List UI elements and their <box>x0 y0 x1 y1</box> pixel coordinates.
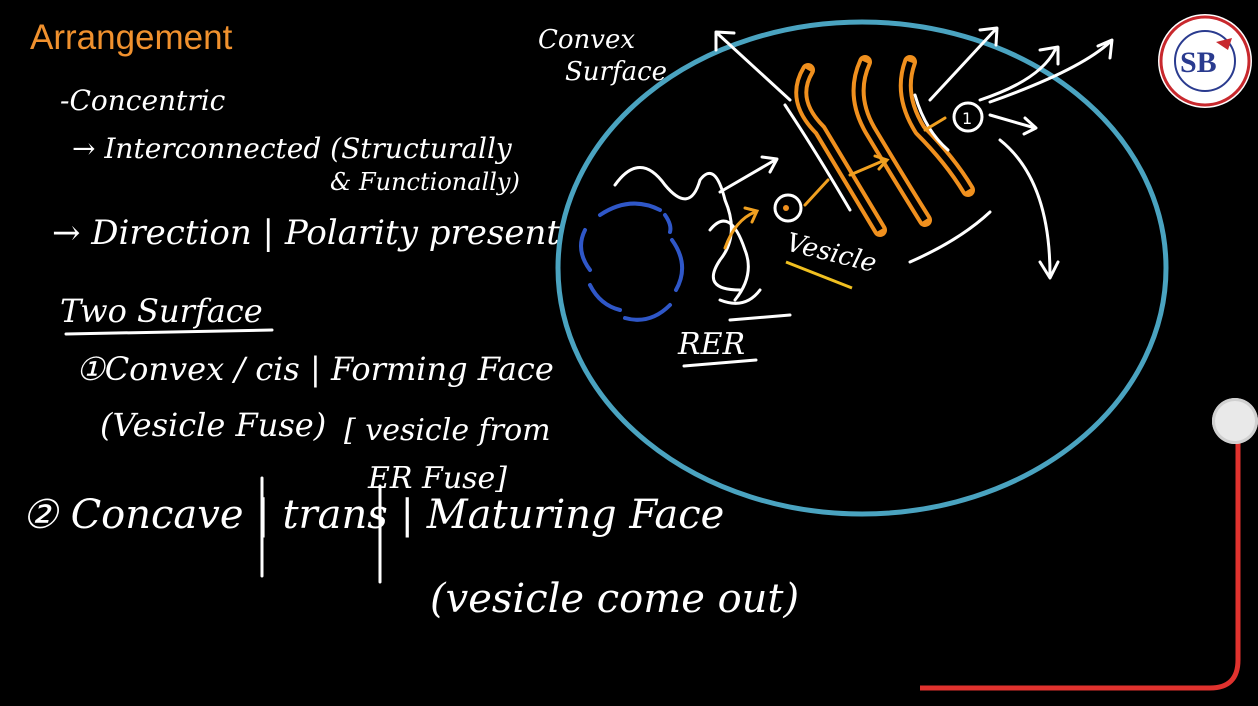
note-convex-cis: ①Convex / cis | Forming Face <box>76 350 554 388</box>
note-functionally: & Functionally) <box>330 168 520 196</box>
rer-bracket <box>728 313 792 322</box>
slide-title: Arrangement <box>30 18 233 57</box>
vesicle-label: Vesicle <box>783 228 879 279</box>
sankalp-bharat-logo: SB <box>1158 14 1252 108</box>
nucleus-drawing <box>579 201 684 322</box>
transport-arrows <box>723 116 947 250</box>
trans-face-highlight <box>913 93 950 152</box>
note-er-fuse: ER Fuse] <box>367 461 507 496</box>
logo-emblem: SB <box>1159 15 1251 107</box>
rer-underline <box>682 358 758 368</box>
trans-vesicle <box>952 101 984 133</box>
vesicle <box>773 193 803 223</box>
cis-face-highlight <box>783 103 852 212</box>
note-interconnected: → Interconnected (Structurally <box>72 132 513 165</box>
note-two-surface: Two Surface <box>60 292 263 330</box>
note-concentric: -Concentric <box>60 84 226 117</box>
note-vesicle-fuse: (Vesicle Fuse) <box>100 406 326 444</box>
two-surface-underline <box>64 328 274 336</box>
convex-label: Convex <box>538 25 635 55</box>
surface-label: Surface <box>565 57 667 87</box>
cell-outline <box>555 19 1169 517</box>
vesicle-number: 1 <box>962 109 972 128</box>
divider-strokes <box>260 476 382 584</box>
note-vesicle-from: [ vesicle from <box>344 413 551 448</box>
rer-squiggle <box>613 166 742 292</box>
logo-initials: SB <box>1180 46 1217 79</box>
golgi-cisternae <box>794 55 975 237</box>
vesicle-underline <box>785 260 853 290</box>
flow-arrows <box>714 26 1114 280</box>
scroll-track <box>920 440 1241 691</box>
note-vesicle-out: (vesicle come out) <box>430 576 799 622</box>
rer-squiggle-2 <box>708 219 762 305</box>
note-direction: → Direction | Polarity present <box>52 213 560 253</box>
note-concave-trans: ② Concave | trans | Maturing Face <box>22 492 724 538</box>
scroll-knob[interactable] <box>1212 398 1258 444</box>
rer-label: RER <box>677 327 745 362</box>
vesicle-content <box>783 205 789 211</box>
